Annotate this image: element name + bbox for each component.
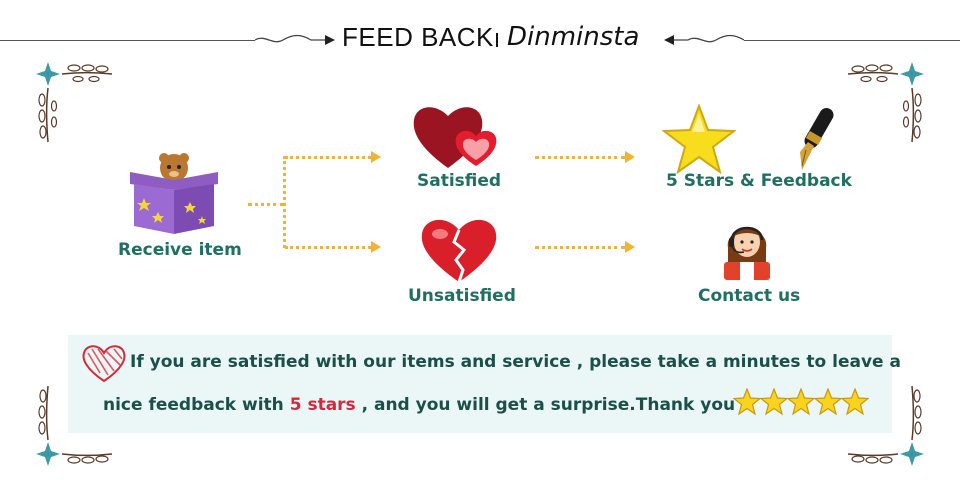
receive-item-label: Receive item xyxy=(118,240,242,260)
banner-line-2-prefix: nice feedback with xyxy=(103,395,290,415)
arrow-to-unsatisfied xyxy=(371,241,381,253)
arrow-to-satisfied xyxy=(371,151,381,163)
arrow-to-stars xyxy=(625,151,635,163)
stars-feedback-label: 5 Stars & Feedback xyxy=(666,171,852,191)
brand-name: Dinminsta xyxy=(507,22,640,52)
floral-corner-icon xyxy=(36,62,113,143)
pen-icon xyxy=(800,108,834,170)
floral-corner-icon xyxy=(36,385,113,466)
arrow-to-contact xyxy=(625,241,635,253)
floral-corner-icon xyxy=(847,385,924,466)
rating-star-icon xyxy=(732,387,762,416)
feedback-banner xyxy=(68,335,892,433)
connector-receive xyxy=(248,203,284,206)
satisfied-label: Satisfied xyxy=(417,171,502,191)
rating-star-icon xyxy=(786,387,816,416)
banner-line-1: If you are satisfied with our items and … xyxy=(130,352,901,372)
broken-heart-icon xyxy=(421,219,497,283)
gift-box-icon xyxy=(130,153,218,234)
floral-corner-icon xyxy=(847,62,924,143)
contact-us-label: Contact us xyxy=(698,286,801,306)
connector-to-satisfied xyxy=(285,156,371,159)
rating-stars xyxy=(732,387,870,420)
header-swirl-right xyxy=(664,34,744,45)
support-agent-icon xyxy=(724,226,770,280)
rating-star-icon xyxy=(759,387,789,416)
connector-to-contact xyxy=(535,246,625,249)
connector-to-unsatisfied xyxy=(285,246,371,249)
rating-star-icon xyxy=(813,387,843,416)
scribbled-heart-icon xyxy=(82,345,126,383)
heart-satisfied-icon xyxy=(413,107,497,168)
title-separator xyxy=(496,33,498,47)
unsatisfied-label: Unsatisfied xyxy=(408,286,516,306)
header-swirl-left xyxy=(255,34,335,45)
rating-star-icon xyxy=(840,387,870,416)
header-line-right xyxy=(744,40,960,41)
banner-line-2-suffix: , and you will get a surprise.Thank you … xyxy=(355,395,749,415)
connector-split xyxy=(283,156,286,248)
five-stars-highlight: 5 stars xyxy=(289,395,356,415)
star-icon xyxy=(662,104,736,174)
connector-to-stars xyxy=(535,156,625,159)
header-line-left xyxy=(0,40,255,41)
banner-line-2: nice feedback with 5 stars , and you wil… xyxy=(103,395,749,415)
page-title: FEED BACK xyxy=(342,22,494,52)
